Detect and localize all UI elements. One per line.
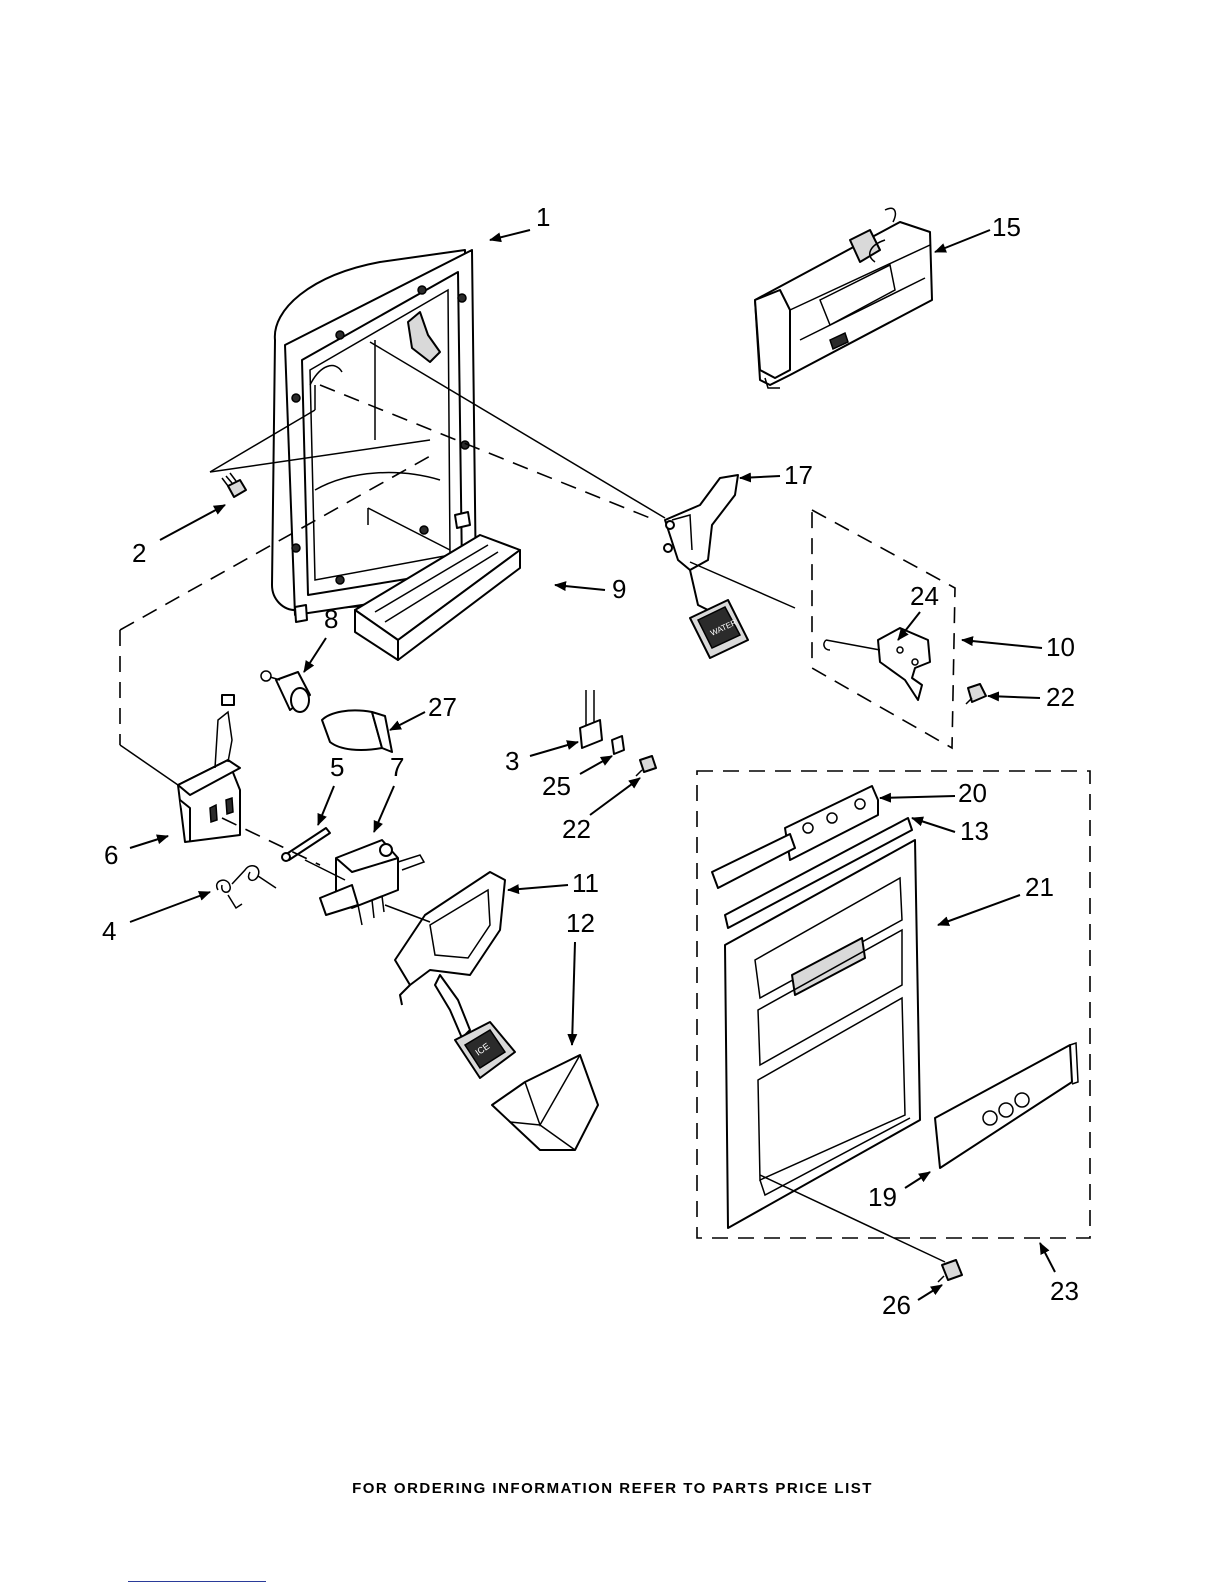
label-25: 25 xyxy=(542,771,571,801)
part-7-actuator xyxy=(320,840,424,925)
part-10-switch-bracket xyxy=(812,510,955,748)
label-11: 11 xyxy=(572,868,599,898)
label-22-upper: 22 xyxy=(1046,682,1075,712)
part-20-control-board xyxy=(712,786,878,888)
part-5-pin xyxy=(282,828,330,861)
label-12: 12 xyxy=(566,908,595,938)
part-11-ice-actuator: ICE xyxy=(395,872,515,1078)
part-3-switch xyxy=(580,690,602,748)
label-5: 5 xyxy=(330,752,344,782)
label-4: 4 xyxy=(102,916,116,946)
label-10: 10 xyxy=(1046,632,1075,662)
bottom-link-underline xyxy=(128,1581,266,1582)
part-4-spring xyxy=(217,866,276,908)
ordering-note: FOR ORDERING INFORMATION REFER TO PARTS … xyxy=(0,1480,1225,1497)
label-27: 27 xyxy=(428,692,457,722)
part-26-screw xyxy=(938,1260,962,1282)
label-24: 24 xyxy=(910,581,939,611)
label-1: 1 xyxy=(536,202,550,232)
label-23: 23 xyxy=(1050,1276,1079,1306)
part-27-cover xyxy=(322,710,392,752)
part-2-screw xyxy=(222,473,246,497)
part-21-dispenser-front xyxy=(725,840,920,1228)
part-17-water-lever: WATER xyxy=(664,475,748,658)
label-22-middle: 22 xyxy=(562,814,591,844)
label-13: 13 xyxy=(960,816,989,846)
label-20: 20 xyxy=(958,778,987,808)
label-3: 3 xyxy=(505,746,519,776)
part-22-screw-upper xyxy=(966,684,986,704)
part-22-screw-middle xyxy=(636,756,656,776)
label-8: 8 xyxy=(324,604,338,634)
part-12-ice-chute xyxy=(492,1055,598,1150)
part-25-insulator xyxy=(612,736,624,754)
part-6-motor-assembly xyxy=(178,695,240,842)
label-2: 2 xyxy=(132,538,146,568)
label-9: 9 xyxy=(612,574,626,604)
callouts: 1 15 2 17 9 8 24 10 22 27 5 7 3 25 22 20 xyxy=(102,202,1079,1320)
label-21: 21 xyxy=(1025,872,1054,902)
label-26: 26 xyxy=(882,1290,911,1320)
part-19-decal xyxy=(935,1043,1078,1168)
label-15: 15 xyxy=(992,212,1021,242)
label-19: 19 xyxy=(868,1182,897,1212)
part-8-solenoid xyxy=(261,671,310,712)
label-6: 6 xyxy=(104,840,118,870)
part-15-control-module xyxy=(755,208,932,388)
label-17: 17 xyxy=(784,460,813,490)
label-7: 7 xyxy=(390,752,404,782)
